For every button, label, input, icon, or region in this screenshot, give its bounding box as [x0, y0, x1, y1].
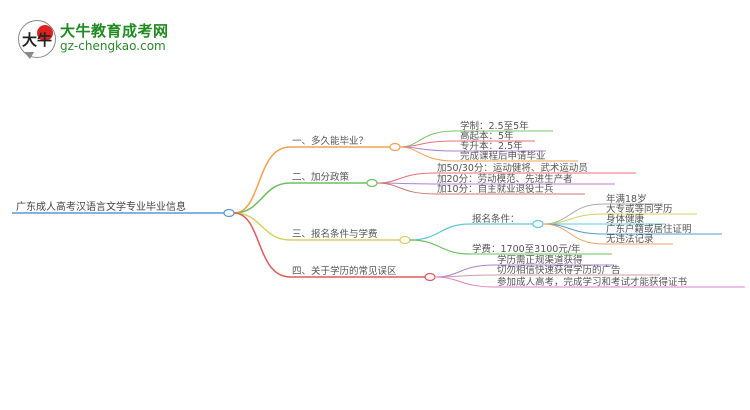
- branch-label: 四、关于学历的常见误区: [292, 265, 397, 277]
- leaf-label: 高起本：5年: [460, 130, 514, 142]
- branch-node-2[interactable]: 二、加分政策: [290, 171, 378, 188]
- leaf-node[interactable]: 加10分：自主就业退役士兵: [435, 183, 585, 195]
- leaf-node[interactable]: 加20分：劳动模范、先进生产者: [435, 173, 615, 185]
- leaf-label: 无违法记录: [606, 233, 654, 245]
- collapse-handle[interactable]: [532, 219, 544, 229]
- leaf-label: 切勿相信快速获得学历的广告: [497, 264, 621, 276]
- red-sun-icon: [37, 25, 53, 41]
- logo-badge-glyph: 大牛: [22, 31, 53, 49]
- leaf-label: 加50/30分：运动健将、武术运动员: [437, 162, 588, 174]
- logo-badge-icon: 大牛: [18, 20, 56, 58]
- leaf-node[interactable]: 切勿相信快速获得学历的广告: [495, 264, 660, 276]
- branch-node-4[interactable]: 四、关于学历的常见误区: [290, 265, 436, 282]
- root-label: 广东成人高考汉语言文学专业毕业信息: [16, 200, 186, 213]
- leaf-node[interactable]: 学历需正规渠道获得: [495, 254, 614, 266]
- leaf-label: 学制：2.5至5年: [460, 120, 529, 132]
- leaf-label: 专升本：2.5年: [460, 140, 523, 152]
- collapse-handle[interactable]: [366, 178, 378, 188]
- leaf-node[interactable]: 完成课程后申请毕业: [455, 150, 578, 162]
- leaf-label: 广东户籍或居住证明: [606, 223, 692, 235]
- leaf-node[interactable]: 专升本：2.5年: [455, 140, 546, 152]
- branch-label: 一、多久能毕业？: [292, 135, 368, 147]
- leaf-label: 学费：1700至3100元/年: [472, 243, 581, 255]
- leaf-label: 大专或等同学历: [606, 203, 673, 215]
- leaf-label: 年满18岁: [606, 193, 647, 205]
- speech-bubble-tail-icon: [24, 52, 34, 59]
- logo-url: gz-chengkao.com: [60, 39, 166, 53]
- collapse-handle[interactable]: [389, 142, 401, 152]
- leaf-node[interactable]: 学制：2.5至5年: [455, 120, 553, 132]
- branch-label: 三、报名条件与学费: [292, 228, 378, 240]
- leaf-node[interactable]: 高起本：5年: [455, 130, 535, 142]
- root-collapse-handle[interactable]: [223, 208, 235, 218]
- leaf-node[interactable]: 广东户籍或居住证明: [603, 223, 722, 235]
- leaf-label: 完成课程后申请毕业: [460, 150, 546, 162]
- leaf-label: 加10分：自主就业退役士兵: [437, 183, 554, 195]
- leaf-node[interactable]: 参加成人高考，完成学习和考试才能获得证书: [495, 276, 745, 288]
- leaf-node[interactable]: 身体健康: [603, 213, 665, 225]
- branch-node-3[interactable]: 三、报名条件与学费: [290, 228, 411, 245]
- branch-label: 二、加分政策: [292, 171, 350, 183]
- leaf-label: 身体健康: [606, 213, 645, 225]
- sub-branch-node[interactable]: 报名条件：: [470, 213, 544, 229]
- logo: 大牛 大牛教育成考网 gz-chengkao.com: [14, 18, 214, 59]
- logo-title: 大牛教育成考网: [60, 22, 169, 40]
- leaf-node[interactable]: 加50/30分：运动健将、武术运动员: [435, 162, 636, 174]
- leaf-node[interactable]: 年满18岁: [603, 193, 663, 205]
- leaf-label: 参加成人高考，完成学习和考试才能获得证书: [497, 276, 688, 288]
- branch-node-1[interactable]: 一、多久能毕业？: [290, 135, 401, 152]
- leaf-node[interactable]: 学费：1700至3100元/年: [470, 243, 612, 255]
- leaf-label: 加20分：劳动模范、先进生产者: [437, 173, 573, 185]
- root-node[interactable]: 广东成人高考汉语言文学专业毕业信息: [12, 200, 235, 218]
- collapse-handle[interactable]: [399, 235, 411, 245]
- leaf-node[interactable]: 大专或等同学历: [603, 203, 697, 215]
- sub-branch-label: 报名条件：: [472, 213, 520, 225]
- leaf-label: 学历需正规渠道获得: [497, 254, 583, 266]
- leaf-node[interactable]: 无违法记录: [603, 233, 673, 245]
- collapse-handle[interactable]: [424, 272, 436, 282]
